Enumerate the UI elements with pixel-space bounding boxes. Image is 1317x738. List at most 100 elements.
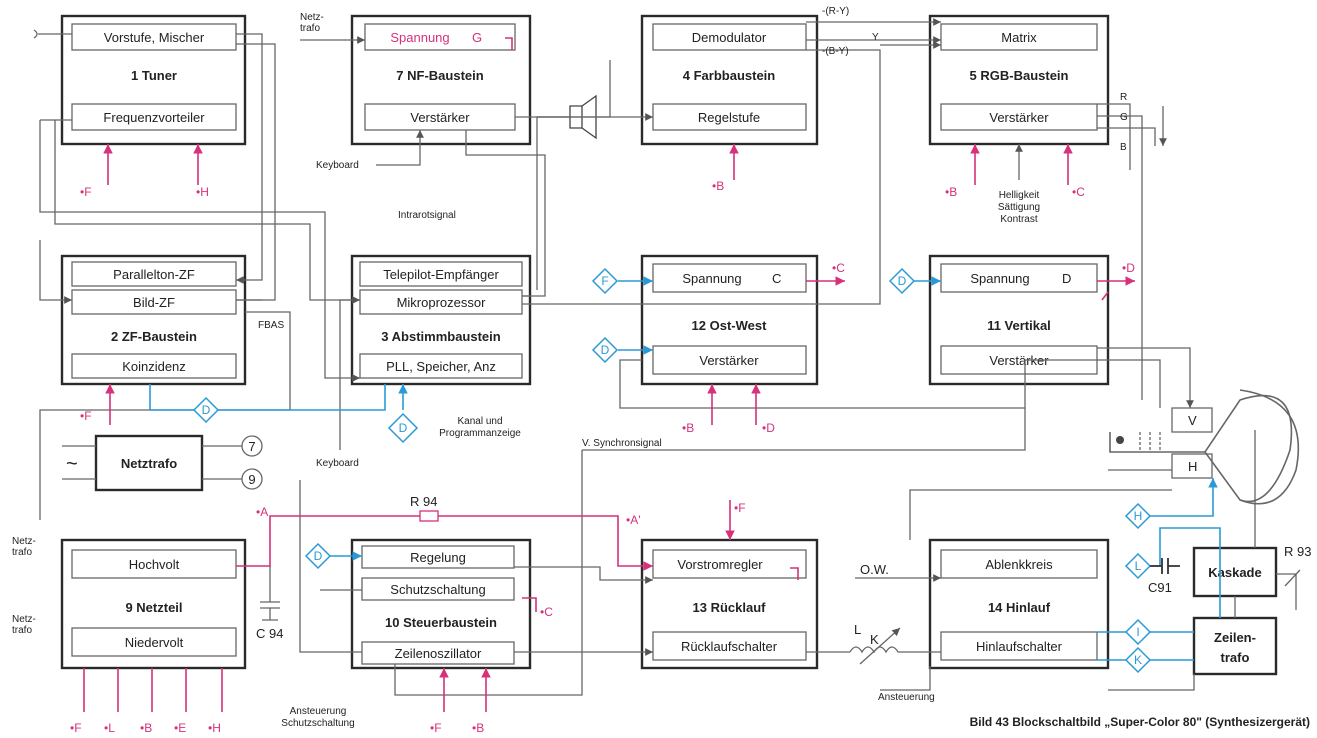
block-steuer: Regelung Schutzschaltung 10 Steuerbauste… — [350, 538, 532, 670]
tuner-sub1: Vorstufe, Mischer — [104, 30, 205, 45]
zf-sub1: Parallelton-ZF — [113, 267, 195, 282]
diamond-i: I — [1124, 618, 1152, 646]
abst-sub2: Mikroprozessor — [397, 295, 487, 310]
diamond-k: K — [1124, 646, 1152, 674]
marker-b-2: •B — [945, 185, 957, 199]
zeilentrafo-line2: trafo — [1221, 650, 1250, 665]
hell-2: Sättigung — [998, 202, 1040, 213]
diamond-d-abst: D — [387, 412, 419, 444]
netz-label-2a: Netz- — [12, 536, 36, 547]
marker-c-3: •C — [540, 605, 553, 619]
figure-caption: Bild 43 Blockschaltbild „Super-Color 80"… — [970, 715, 1310, 729]
g-label: G — [1120, 112, 1128, 123]
marker-h-2: •H — [208, 721, 221, 735]
hinlauf-sub1: Ablenkkreis — [985, 557, 1053, 572]
netzteil-sub1: Hochvolt — [129, 557, 180, 572]
svg-text:H: H — [1134, 509, 1143, 523]
vertikal-sub2: Verstärker — [989, 353, 1049, 368]
hinlauf-title: 14 Hinlauf — [988, 600, 1051, 615]
marker-b-5: •B — [472, 721, 484, 735]
block-nf: Spannung G 7 NF-Baustein Verstärker — [350, 14, 532, 146]
node-7-label: 7 — [248, 439, 255, 454]
nf-sub1-suffix: G — [472, 30, 482, 45]
marker-d-2: •D — [762, 421, 775, 435]
ostwest-sub1-suffix: C — [772, 271, 781, 286]
zeilentrafo-line1: Zeilen- — [1214, 630, 1256, 645]
l-label: L — [854, 622, 861, 637]
netz-label-3b: trafo — [12, 625, 32, 636]
nf-sub1: Spannung — [390, 30, 449, 45]
node-9-label: 9 — [248, 472, 255, 487]
block-vertikal: Spannung D 11 Vertikal Verstärker — [928, 254, 1110, 386]
marker-a2: •A' — [626, 513, 641, 527]
fbas-label: FBAS — [258, 320, 284, 331]
ruecklauf-title: 13 Rücklauf — [693, 600, 767, 615]
marker-f-4: •F — [70, 721, 82, 735]
k-label: K — [870, 632, 879, 647]
svg-text:D: D — [314, 549, 323, 563]
tuner-sub2: Frequenzvorteiler — [103, 110, 205, 125]
wiring — [33, 18, 1301, 696]
svg-text:D: D — [898, 274, 907, 288]
marker-c-2: •C — [832, 261, 845, 275]
svg-text:L: L — [1135, 559, 1142, 573]
marker-b-3: •B — [682, 421, 694, 435]
marker-f-2: •F — [80, 409, 92, 423]
anst-1: Ansteuerung — [290, 706, 347, 717]
svg-text:D: D — [399, 421, 408, 435]
marker-f-5: •F — [430, 721, 442, 735]
hell-3: Kontrast — [1000, 214, 1037, 225]
y-label: Y — [872, 32, 879, 43]
zf-title: 2 ZF-Baustein — [111, 329, 197, 344]
block-netzteil: Hochvolt 9 Netzteil Niedervolt — [60, 538, 247, 670]
block-netztrafo: Netztrafo 7 9 ~ — [62, 434, 263, 492]
marker-b-1: •B — [712, 179, 724, 193]
farb-sub2: Regelstufe — [698, 110, 760, 125]
marker-a: •A — [256, 505, 268, 519]
marker-e: •E — [174, 721, 186, 735]
marker-l: •L — [104, 721, 115, 735]
svg-text:K: K — [1134, 653, 1142, 667]
tube-v: V — [1188, 413, 1197, 428]
marker-h-1: •H — [196, 185, 209, 199]
diamond-d-zf: D — [192, 396, 220, 424]
vertikal-sub1-suffix: D — [1062, 271, 1071, 286]
ow-label: O.W. — [860, 562, 889, 577]
marker-f-3: •F — [734, 501, 746, 515]
diamond-l: L — [1124, 552, 1152, 580]
nf-sub2: Verstärker — [410, 110, 470, 125]
block-hinlauf: Ablenkkreis 14 Hinlauf Hinlaufschalter — [928, 538, 1110, 670]
tube-h: H — [1188, 459, 1197, 474]
tuner-title: 1 Tuner — [131, 68, 177, 83]
diamond-d-steuer: D — [304, 542, 332, 570]
kanal-1: Kanal und — [457, 416, 502, 427]
diamond-d-vertikal: D — [888, 267, 916, 295]
kanal-2: Programmanzeige — [439, 428, 521, 439]
netz-label-1b: trafo — [300, 23, 320, 34]
blue-signals — [149, 276, 1221, 661]
ostwest-sub1: Spannung — [682, 271, 741, 286]
block-rgb: Matrix 5 RGB-Baustein Verstärker — [928, 14, 1110, 146]
rgb-sub1: Matrix — [1001, 30, 1037, 45]
r-label: R — [1120, 92, 1127, 103]
steuer-sub1: Regelung — [410, 550, 466, 565]
block-farb: Demodulator 4 Farbbaustein Regelstufe — [640, 14, 819, 146]
ruecklauf-sub1: Vorstromregler — [677, 557, 763, 572]
netz-label-1a: Netz- — [300, 12, 324, 23]
intrarot-label: Intrarotsignal — [398, 210, 456, 221]
block-abstimm: Telepilot-Empfänger Mikroprozessor 3 Abs… — [350, 254, 532, 386]
netztrafo-title: Netztrafo — [121, 456, 177, 471]
block-kaskade: Kaskade — [1192, 546, 1278, 598]
steuer-sub3: Zeilenoszillator — [395, 646, 482, 661]
hinlauf-sub2: Hinlaufschalter — [976, 639, 1063, 654]
abst-title: 3 Abstimmbaustein — [381, 329, 500, 344]
kaskade-title: Kaskade — [1208, 565, 1261, 580]
abst-sub1: Telepilot-Empfänger — [383, 267, 499, 282]
pink-markers: •F •H •B •B •C •C •D •F •B •D •A •A' •F … — [70, 179, 1135, 735]
svg-text:D: D — [601, 343, 610, 357]
vertikal-sub1: Spannung — [970, 271, 1029, 286]
marker-d-1: •D — [1122, 261, 1135, 275]
keyboard-label-2: Keyboard — [316, 458, 359, 469]
block-ruecklauf: Vorstromregler 13 Rücklauf Rücklaufschal… — [640, 538, 819, 670]
